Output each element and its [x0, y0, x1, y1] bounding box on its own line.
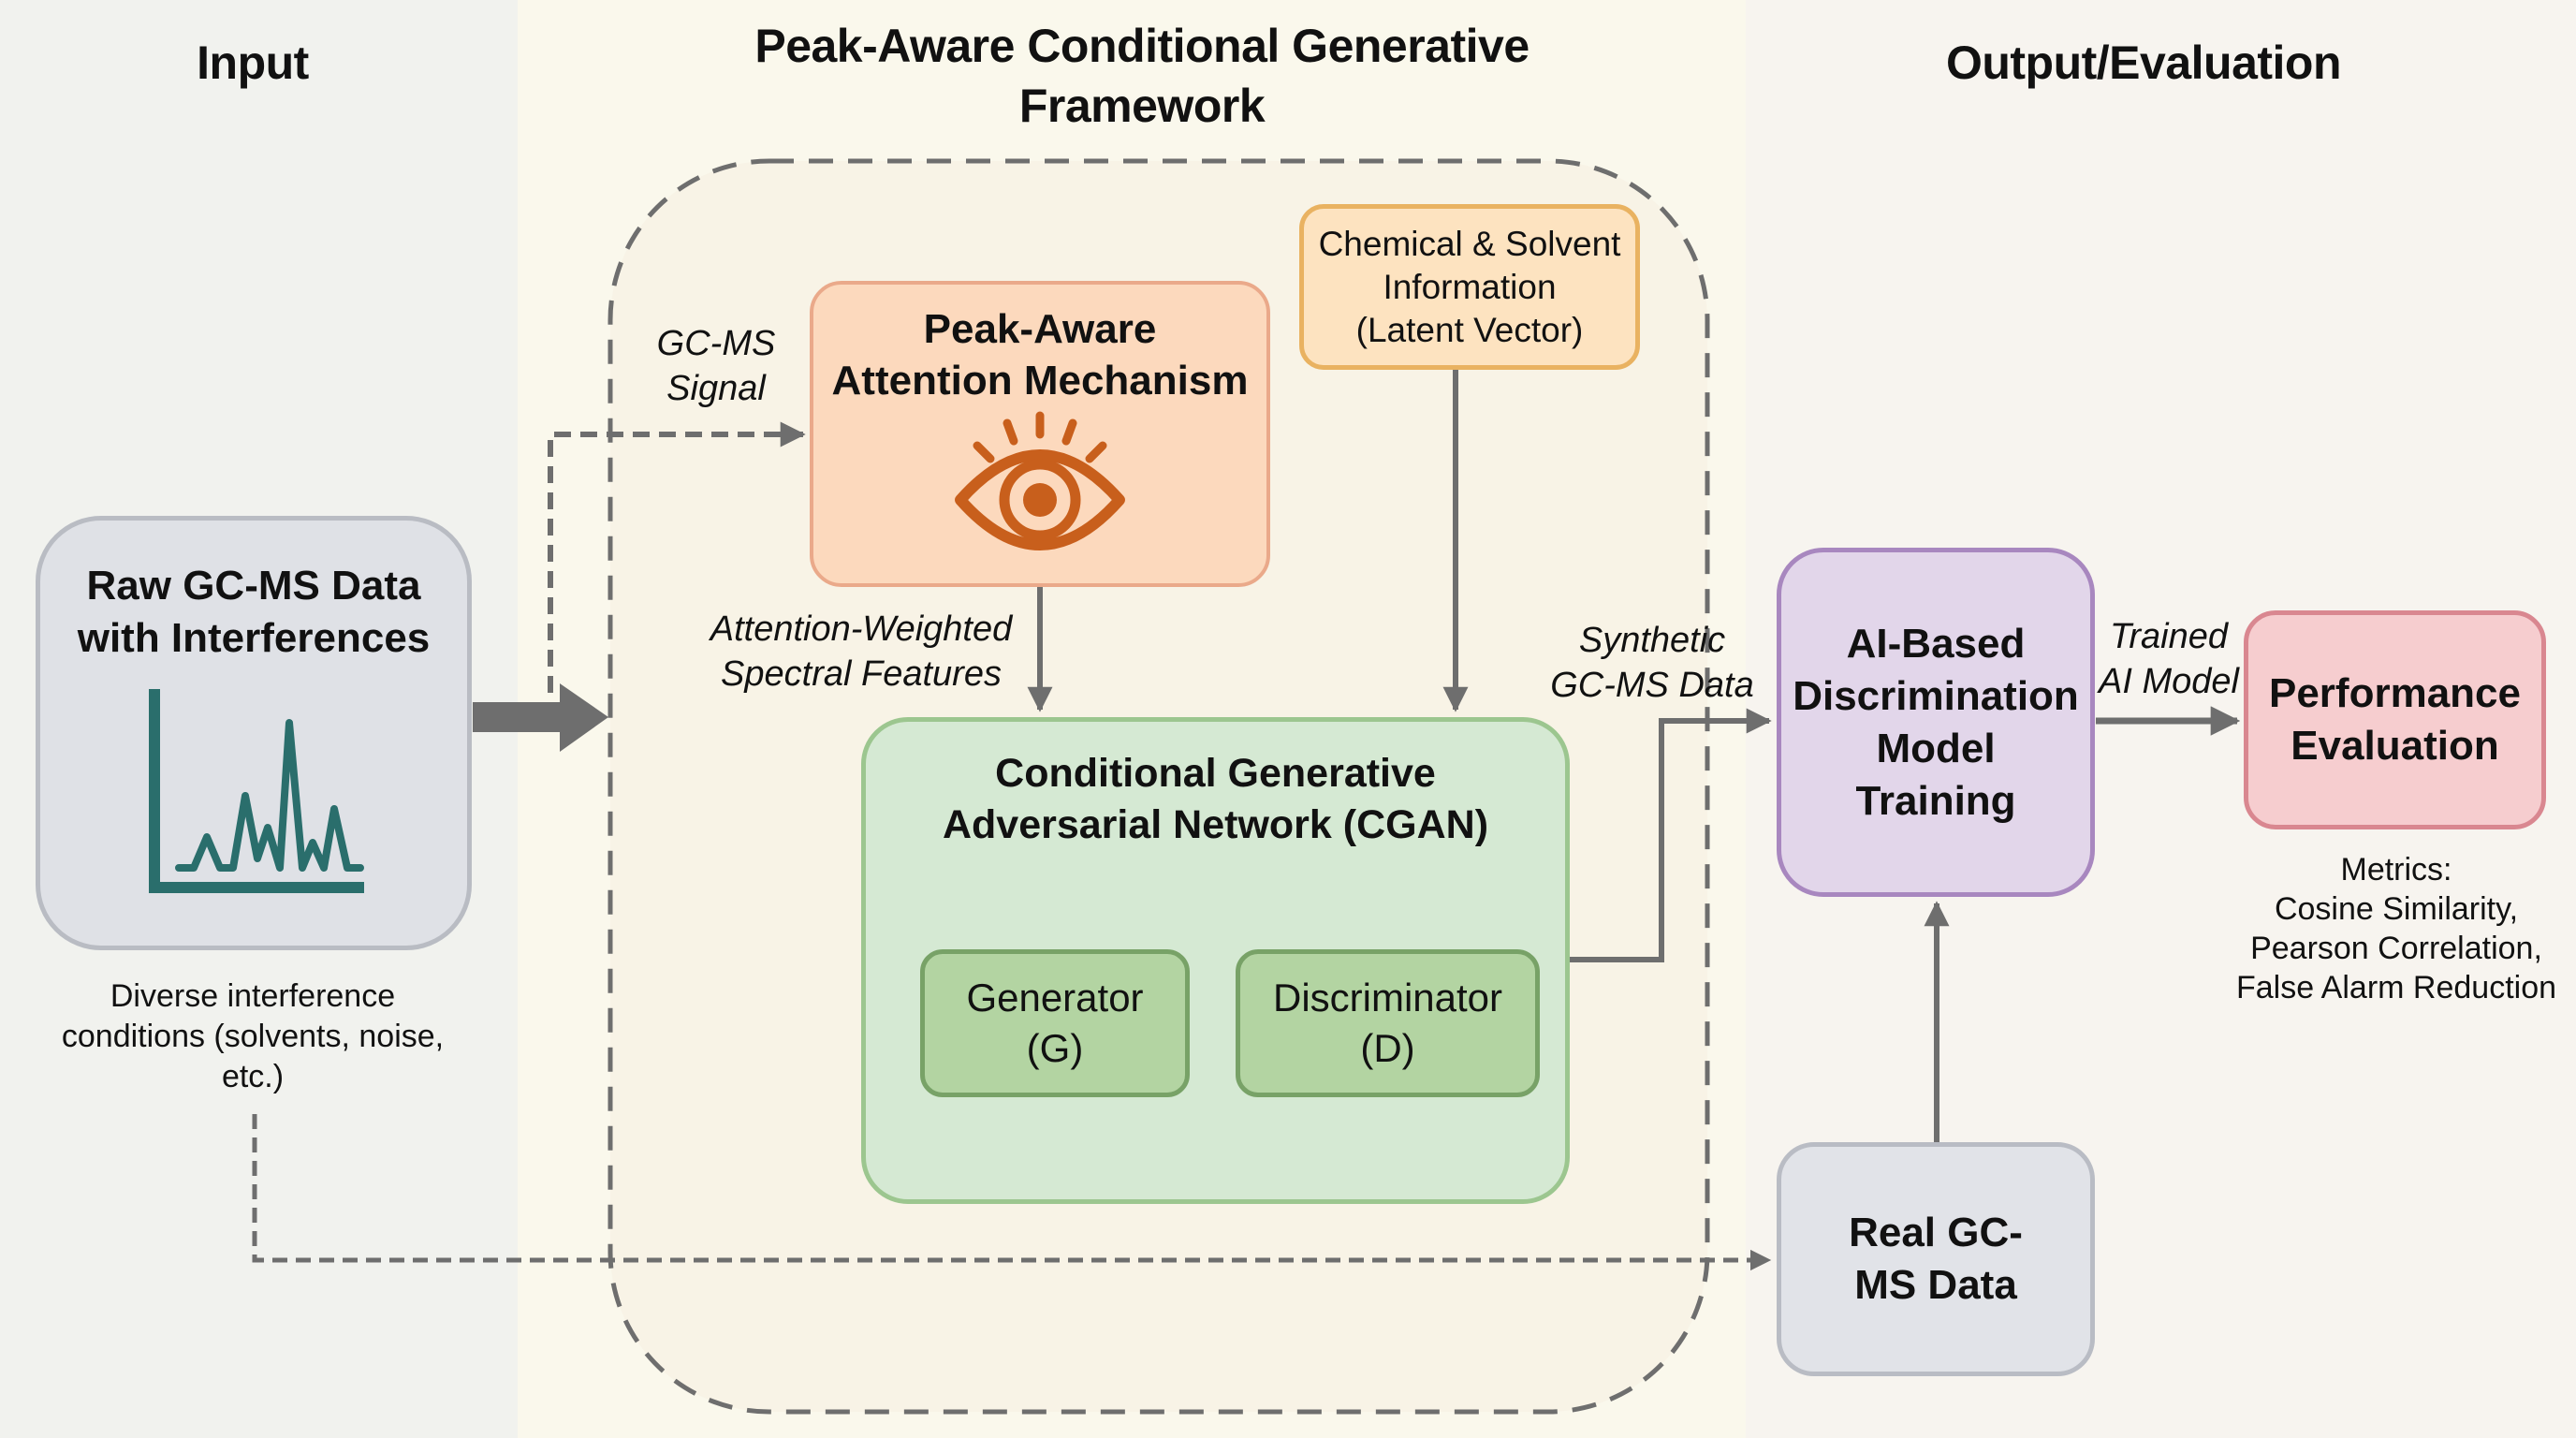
trained-line2: AI Model — [2099, 662, 2239, 701]
synthetic-line2: GC-MS Data — [1550, 666, 1754, 705]
cgan-title-line2: Adversarial Network (CGAN) — [942, 802, 1489, 847]
metrics-caption: Metrics: Cosine Similarity, Pearson Corr… — [2200, 850, 2576, 1007]
synthetic-line1: Synthetic — [1578, 621, 1726, 660]
raw-gcms-title-line2: with Interferences — [77, 615, 431, 661]
generator-line1: Generator — [966, 976, 1144, 1020]
trained-line1: Trained — [2109, 617, 2229, 656]
synthetic-data-arrow — [1570, 708, 1772, 962]
chemical-solvent-node[interactable]: Chemical & Solvent Information (Latent V… — [1299, 204, 1640, 370]
chemical-line1: Chemical & Solvent — [1318, 224, 1621, 263]
metrics-line2: Cosine Similarity, — [2274, 891, 2519, 927]
cgan-title-line1: Conditional Generative — [995, 751, 1436, 796]
interference-caption-line3: etc.) — [221, 1059, 285, 1094]
generator-line2: (G) — [1026, 1026, 1084, 1070]
raw-gcms-data-node[interactable]: Raw GC-MS Data with Interferences — [36, 516, 472, 950]
raw-gcms-title-line1: Raw GC-MS Data — [86, 563, 421, 609]
attention-weighted-label: Attention-Weighted Spectral Features — [674, 607, 1048, 697]
gcms-signal-arrow — [548, 421, 806, 693]
attention-weighted-line2: Spectral Features — [721, 654, 1002, 694]
real-gcms-data-node[interactable]: Real GC- MS Data — [1777, 1142, 2095, 1376]
metrics-line3: Pearson Correlation, — [2250, 931, 2542, 966]
performance-line1: Performance — [2268, 670, 2521, 716]
output-heading: Output/Evaluation — [1945, 37, 2342, 89]
discriminator-node[interactable]: Discriminator (D) — [1236, 949, 1540, 1097]
trained-model-label: Trained AI Model — [2089, 614, 2248, 704]
interference-caption-line2: conditions (solvents, noise, — [61, 1019, 445, 1054]
ai-training-node[interactable]: AI-Based Discrimination Model Training — [1777, 548, 2095, 897]
gcms-signal-line1: GC-MS — [656, 324, 776, 363]
attention-weighted-line1: Attention-Weighted — [710, 609, 1013, 649]
discriminator-line1: Discriminator — [1272, 976, 1503, 1020]
metrics-line4: False Alarm Reduction — [2235, 970, 2557, 1005]
metrics-line1: Metrics: — [2340, 852, 2452, 888]
ai-training-line3: Model — [1876, 725, 1996, 771]
real-gcms-line1: Real GC- — [1849, 1210, 2023, 1255]
gcms-signal-label: GC-MS Signal — [632, 321, 800, 411]
ai-training-line2: Discrimination — [1793, 672, 2079, 719]
ai-training-line4: Training — [1855, 777, 2016, 824]
chromatogram-icon — [149, 689, 364, 893]
chemical-line2: Information — [1383, 267, 1557, 306]
attention-mechanism-node[interactable]: Peak-Aware Attention Mechanism — [810, 281, 1270, 587]
attention-title-line1: Peak-Aware — [923, 306, 1157, 352]
eye-icon — [955, 411, 1125, 550]
interference-caption-line1: Diverse interference — [110, 978, 396, 1014]
chemical-line3: (Latent Vector) — [1355, 310, 1584, 349]
performance-evaluation-node[interactable]: Performance Evaluation — [2244, 610, 2546, 829]
ai-training-line1: AI-Based — [1846, 620, 2026, 667]
raw-to-framework-arrow — [473, 683, 608, 752]
real-gcms-line2: MS Data — [1854, 1262, 2017, 1308]
gcms-signal-line2: Signal — [666, 369, 766, 408]
interference-to-real-arrow — [252, 1114, 1772, 1271]
input-heading: Input — [197, 37, 309, 89]
performance-line2: Evaluation — [2291, 723, 2499, 769]
framework-heading: Peak-Aware Conditional Generative Framew… — [754, 20, 1530, 132]
generator-node[interactable]: Generator (G) — [920, 949, 1190, 1097]
attention-title-line2: Attention Mechanism — [831, 358, 1249, 404]
interference-caption: Diverse interference conditions (solvent… — [19, 976, 487, 1097]
discriminator-line2: (D) — [1360, 1026, 1415, 1070]
synthetic-data-label: Synthetic GC-MS Data — [1535, 618, 1769, 708]
